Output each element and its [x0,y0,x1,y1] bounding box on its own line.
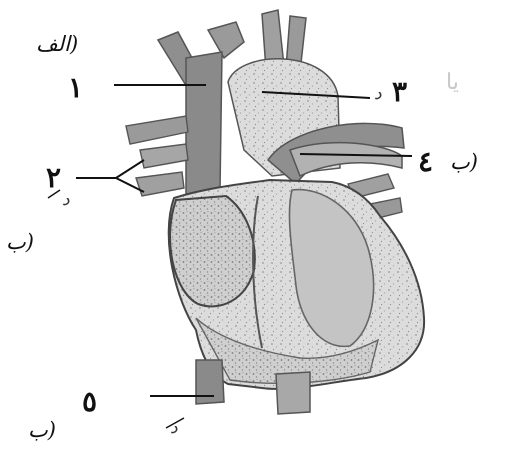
superior-vena-cava [186,52,222,195]
great-vessels [158,10,404,195]
right-atrium [170,196,255,306]
callout-1-number: ١ [68,74,83,102]
pulmonary-branch [290,143,402,176]
vessel-center-top [208,22,244,58]
callout-4-letter: (ب [450,152,478,173]
inferior-vena-cava [196,360,224,404]
callout-5-note: د [170,420,178,437]
callout-5-letter: (ب [28,420,56,441]
callout-2-note: د [62,192,70,209]
callout-4-number: ٤ [418,148,433,176]
callout-3-letter: د [374,86,382,103]
callout-1-letter: (الف [36,34,78,55]
callout-2-letter: (ب [6,232,34,253]
leader-2 [76,160,144,192]
callout-5-number: ٥ [82,388,97,416]
descending-vessel [276,372,310,414]
callout-2-number: ٢ [46,164,61,192]
faint-mark: یا [446,72,459,94]
vein-left-2 [140,144,188,168]
callout-3-number: ٣ [392,78,407,106]
vein-left-1 [126,116,188,144]
